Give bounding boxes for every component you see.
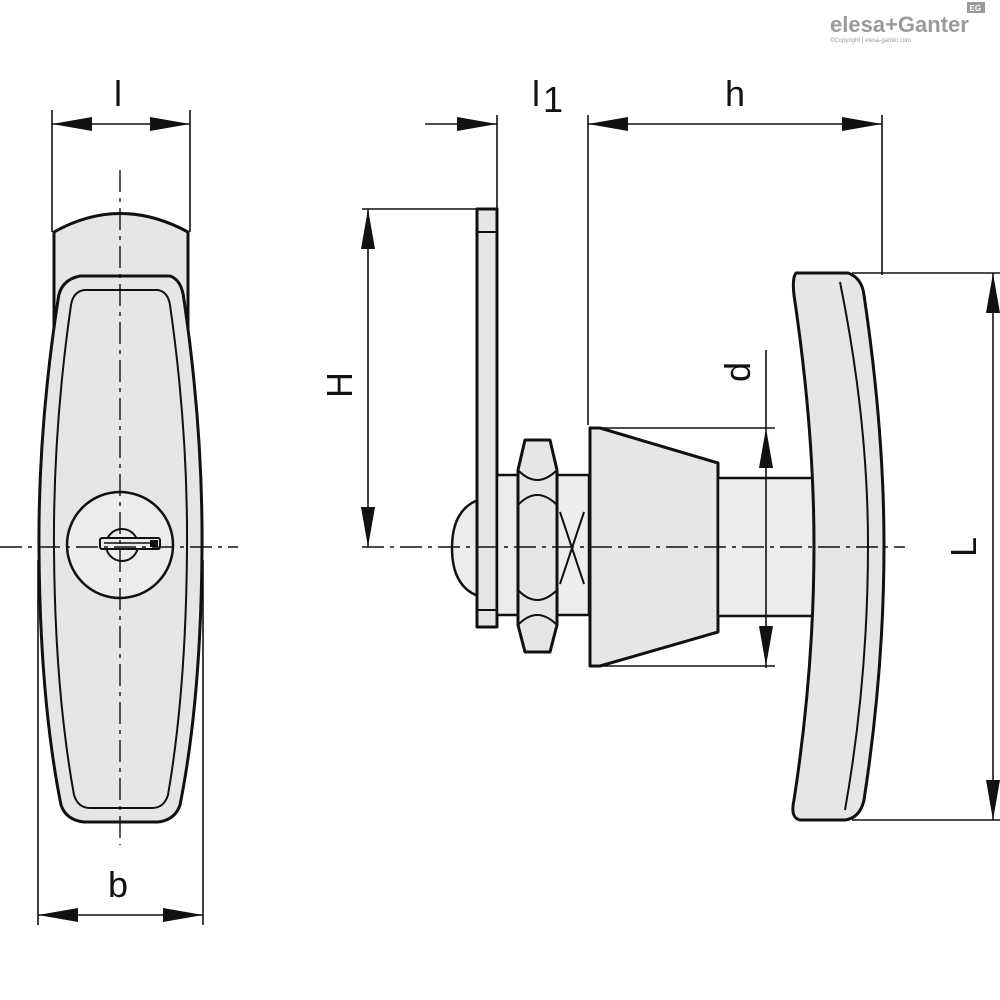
- dimension-label-h: h: [725, 73, 745, 114]
- conical-collar: [588, 426, 720, 668]
- front-view: l b: [0, 73, 238, 925]
- dimension-label-l1-subscript: 1: [543, 79, 563, 120]
- copyright-text: ©Copyright | elesa-ganter.com: [830, 37, 911, 44]
- brand-logo: elesa+Ganter EG ©Copyright | elesa-gante…: [830, 2, 985, 44]
- dimension-b: b: [37, 560, 204, 925]
- dimension-label-l: l: [114, 73, 122, 114]
- dimension-d: d: [600, 350, 775, 668]
- dimension-l1: l 1: [425, 73, 589, 425]
- logo-text: elesa+Ganter: [830, 12, 969, 37]
- dimension-H: H: [319, 208, 477, 547]
- dimension-label-d: d: [717, 362, 758, 382]
- side-view: l 1 h H d: [319, 73, 1000, 822]
- t-handle-side-inner: [839, 281, 870, 811]
- hex-nut: [516, 438, 585, 654]
- dimension-label-b: b: [108, 864, 128, 905]
- dimension-h: h: [588, 73, 883, 275]
- dimension-label-H: H: [319, 372, 360, 398]
- dimension-L: L: [852, 272, 1000, 821]
- dimension-label-l1: l: [532, 73, 540, 114]
- dimension-l: l: [51, 73, 191, 232]
- keyhole-icon: [99, 528, 161, 562]
- dimension-label-L: L: [943, 537, 984, 557]
- logo-badge-text: EG: [970, 4, 982, 13]
- handle-inner-panel: [52, 289, 189, 809]
- mounting-plate: [475, 207, 499, 629]
- logo-badge: [967, 2, 985, 13]
- cylinder-end-dome: [450, 498, 480, 598]
